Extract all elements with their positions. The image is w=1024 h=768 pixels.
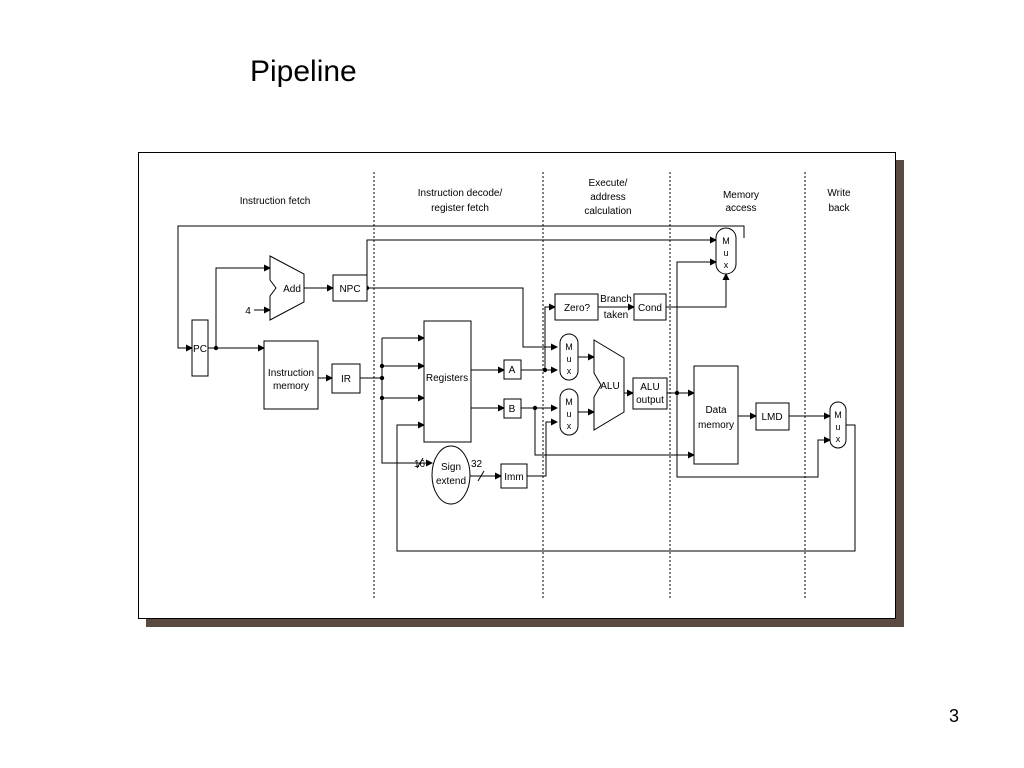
alu-unit — [593, 339, 625, 431]
pc-register — [191, 319, 209, 377]
alu-label: ALU — [600, 381, 619, 392]
ir-register — [331, 363, 361, 394]
zero-test-unit — [554, 293, 599, 321]
wire-cond-to-pc-mux — [666, 273, 730, 308]
wb-mux-label-m: M — [834, 410, 842, 420]
b-register — [503, 398, 522, 419]
wire-next-pc — [177, 225, 745, 352]
imem-label-line1: Instruction — [268, 368, 314, 379]
sign-extend-label-line1: Sign — [441, 462, 461, 473]
alu-mux-top-label-u: u — [566, 354, 571, 364]
slide-title: Pipeline — [250, 55, 357, 88]
const-four-label: 4 — [245, 306, 251, 317]
data-memory — [693, 365, 739, 465]
pc-mux-label-m: M — [722, 236, 730, 246]
stage-label-decode-line2: register fetch — [431, 203, 489, 214]
wire-junctions — [213, 285, 680, 411]
stage-label-fetch: Instruction fetch — [240, 196, 311, 207]
a-label: A — [509, 365, 516, 376]
alu-mux-top-label-x: x — [567, 366, 572, 376]
alu-output-label-line2: output — [636, 395, 664, 406]
imem-label-line2: memory — [273, 381, 309, 392]
add-unit — [269, 255, 305, 321]
wire-writeback — [396, 421, 856, 552]
sign-extend-unit — [431, 445, 471, 505]
pc-label: PC — [193, 344, 207, 355]
alu-mux-bottom-label-x: x — [567, 421, 572, 431]
wire-npc-to-alu-mux — [367, 287, 558, 351]
imm-register — [500, 463, 528, 489]
pc-mux-label-x: x — [724, 260, 729, 270]
zero-label: Zero? — [564, 303, 591, 314]
dmem-label-line2: memory — [698, 420, 734, 431]
sign-extend-label-line2: extend — [436, 476, 466, 487]
stage-label-memory-line1: Memory — [723, 190, 759, 201]
a-register — [503, 359, 522, 380]
branch-taken-label-line2: taken — [604, 310, 628, 321]
dmem-label-line1: Data — [705, 405, 727, 416]
alu-mux-top — [559, 333, 579, 381]
wire-pc-to-add — [208, 264, 271, 349]
stage-label-writeback-line1: Write — [827, 188, 851, 199]
bus-width-32: 32 — [471, 459, 483, 470]
alu-output-label-line1: ALU — [640, 382, 659, 393]
stage-label-execute-line2: address — [590, 192, 626, 203]
wb-mux-label-x: x — [836, 434, 841, 444]
npc-register — [332, 274, 368, 302]
cond-register — [633, 293, 667, 321]
wire-imm-to-alu-mux — [527, 418, 558, 477]
stage-dividers — [373, 172, 806, 600]
registers-label: Registers — [426, 373, 468, 384]
page-number: 3 — [949, 706, 960, 726]
b-label: B — [509, 404, 516, 415]
cond-label: Cond — [638, 303, 662, 314]
writeback-mux — [829, 401, 847, 449]
wire-aluout-to-pc-mux — [676, 258, 717, 393]
alu-output-register — [632, 377, 668, 410]
wire-npc-to-pc-mux — [366, 236, 717, 288]
stage-label-decode-line1: Instruction decode/ — [418, 188, 503, 199]
register-file — [423, 320, 472, 443]
stage-label-execute-line3: calculation — [584, 206, 631, 217]
add-label: Add — [283, 284, 301, 295]
pc-mux-label-u: u — [723, 248, 728, 258]
wb-mux-label-u: u — [835, 422, 840, 432]
lmd-register — [755, 402, 790, 431]
ir-label: IR — [341, 374, 351, 385]
bus-slash-32 — [477, 470, 485, 482]
instruction-memory — [263, 340, 319, 410]
bus-width-16: 16 — [414, 459, 426, 470]
stage-label-memory-line2: access — [725, 203, 756, 214]
npc-label: NPC — [339, 284, 360, 295]
alu-mux-bottom-label-u: u — [566, 409, 571, 419]
lmd-label: LMD — [761, 412, 782, 423]
stage-label-execute-line1: Execute/ — [589, 178, 628, 189]
pc-mux — [715, 227, 737, 275]
bus-slash-16 — [416, 457, 424, 469]
branch-taken-label-line1: Branch — [600, 294, 632, 305]
stage-label-writeback-line2: back — [828, 203, 850, 214]
imm-label: Imm — [504, 472, 523, 483]
datapath-wires — [177, 225, 856, 552]
alu-mux-top-label-m: M — [565, 342, 573, 352]
wire-b-to-dmem — [534, 408, 695, 459]
wire-aluout-to-wb-mux — [676, 393, 831, 478]
wire-a-to-zero — [544, 303, 556, 370]
alu-mux-bottom-label-m: M — [565, 397, 573, 407]
alu-mux-bottom — [559, 388, 579, 436]
